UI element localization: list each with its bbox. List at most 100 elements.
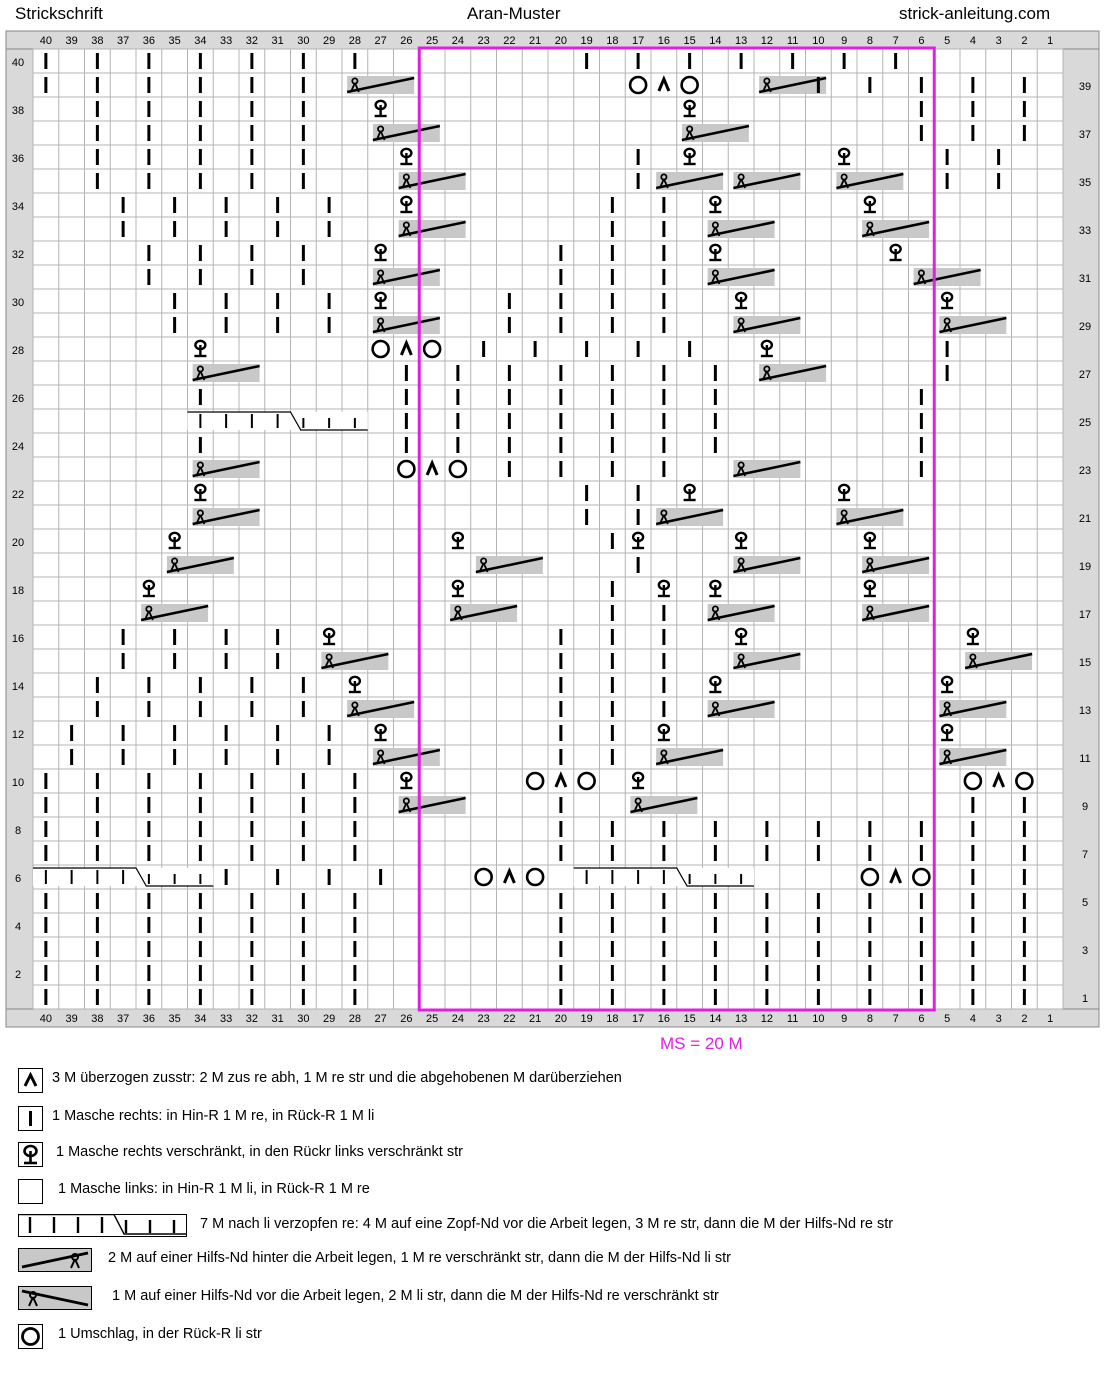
knitting-chart: 4040393938383737363635353434333332323131… [5,30,1100,1028]
column-label: 20 [555,35,567,47]
column-label: 32 [246,35,258,47]
column-label: 22 [503,1013,515,1025]
sk2p-symbol [889,867,903,884]
row-label: 13 [1079,705,1091,717]
column-label: 1 [1047,1013,1053,1025]
sk2p-icon [18,1068,43,1093]
sk2p-symbol [425,459,439,476]
row-label: 12 [12,729,24,741]
row-label: 36 [12,153,24,165]
row-label: 7 [1082,849,1088,861]
row-label: 19 [1079,561,1091,573]
column-label: 9 [841,35,847,47]
row-label: 31 [1079,273,1091,285]
column-label: 35 [169,1013,181,1025]
column-label: 37 [117,1013,129,1025]
column-label: 7 [893,35,899,47]
yarn-over-symbol [525,771,545,791]
column-label: 16 [658,35,670,47]
row-label: 15 [1079,657,1091,669]
column-label: 4 [970,1013,976,1025]
column-label: 23 [478,1013,490,1025]
repeat-frame [417,46,936,1012]
row-label: 8 [15,825,21,837]
grid-lines [32,48,1064,1010]
row-label: 32 [12,249,24,261]
column-label: 39 [66,35,78,47]
column-label: 35 [169,35,181,47]
row-label: 11 [1079,753,1090,765]
column-label: 36 [143,35,155,47]
yarn-over-symbol [371,339,390,359]
column-label: 25 [426,1013,438,1025]
legend-text: 1 Masche rechts: in Hin-R 1 M re, in Rüc… [52,1108,375,1124]
row-label: 2 [15,969,21,981]
row-label: 39 [1079,81,1091,93]
knit-icon [18,1106,43,1131]
column-label: 34 [194,35,206,47]
row-label: 5 [1082,897,1088,909]
row-label: 37 [1079,129,1091,141]
row-label: 16 [12,633,24,645]
row-label: 30 [12,297,24,309]
row-label: 4 [15,921,21,933]
column-label: 10 [812,35,824,47]
column-label: 26 [400,35,412,47]
yarn-over-symbol [860,867,880,887]
yarn-over-symbol [577,771,596,791]
column-label: 25 [426,35,438,47]
column-label: 21 [529,1013,541,1025]
header-right: strick-anleitung.com [899,4,1051,23]
column-label: 14 [709,1013,721,1025]
column-label: 3 [996,1013,1002,1025]
row-label: 40 [12,57,24,69]
column-label: 12 [761,1013,773,1025]
column-label: 2 [1021,35,1027,47]
yarn-over-symbol [628,75,648,95]
row-label: 26 [12,393,24,405]
column-label: 34 [194,1013,206,1025]
column-label: 38 [91,1013,103,1025]
repeat-label: MS = 20 M [660,1034,743,1053]
legend-text: 1 Masche links: in Hin-R 1 M li, in Rück… [58,1181,370,1197]
row-label: 3 [1082,945,1088,957]
row-label: 23 [1079,465,1091,477]
header-left: Strickschrift [15,4,103,23]
column-label: 14 [709,35,721,47]
column-label: 28 [349,1013,361,1025]
column-label: 15 [684,35,696,47]
row-label: 14 [12,681,24,693]
column-label: 40 [40,1013,52,1025]
row-label: 9 [1082,801,1088,813]
column-label: 12 [761,35,773,47]
yarn-over-symbol [1015,771,1034,791]
column-label: 27 [375,35,387,47]
column-label: 10 [812,1013,824,1025]
legend-text: 1 M auf einer Hilfs-Nd vor die Arbeit le… [112,1288,719,1304]
column-label: 23 [478,35,490,47]
column-label: 5 [944,35,950,47]
column-label: 36 [143,1013,155,1025]
column-label: 37 [117,35,129,47]
column-label: 2 [1021,1013,1027,1025]
yarn-over-symbol [680,75,699,95]
row-label: 25 [1079,417,1091,429]
column-label: 8 [867,1013,873,1025]
row-label: 35 [1079,177,1091,189]
yarn-over-symbol [525,867,545,887]
twisted-knit-icon [18,1142,43,1167]
column-label: 27 [375,1013,387,1025]
column-label: 24 [452,35,464,47]
yarn-over-symbol [397,459,416,479]
row-label: 28 [12,345,24,357]
column-label: 3 [996,35,1002,47]
sk2p-symbol [992,771,1006,788]
column-label: 16 [658,1013,670,1025]
yarn-over-symbol [474,867,493,887]
column-label: 18 [606,1013,618,1025]
column-label: 4 [970,35,976,47]
column-label: 6 [918,1013,924,1025]
cable-7-icon [18,1214,187,1237]
row-label: 33 [1079,225,1091,237]
legend-text: 7 M nach li verzopfen re: 4 M auf eine Z… [200,1216,894,1232]
